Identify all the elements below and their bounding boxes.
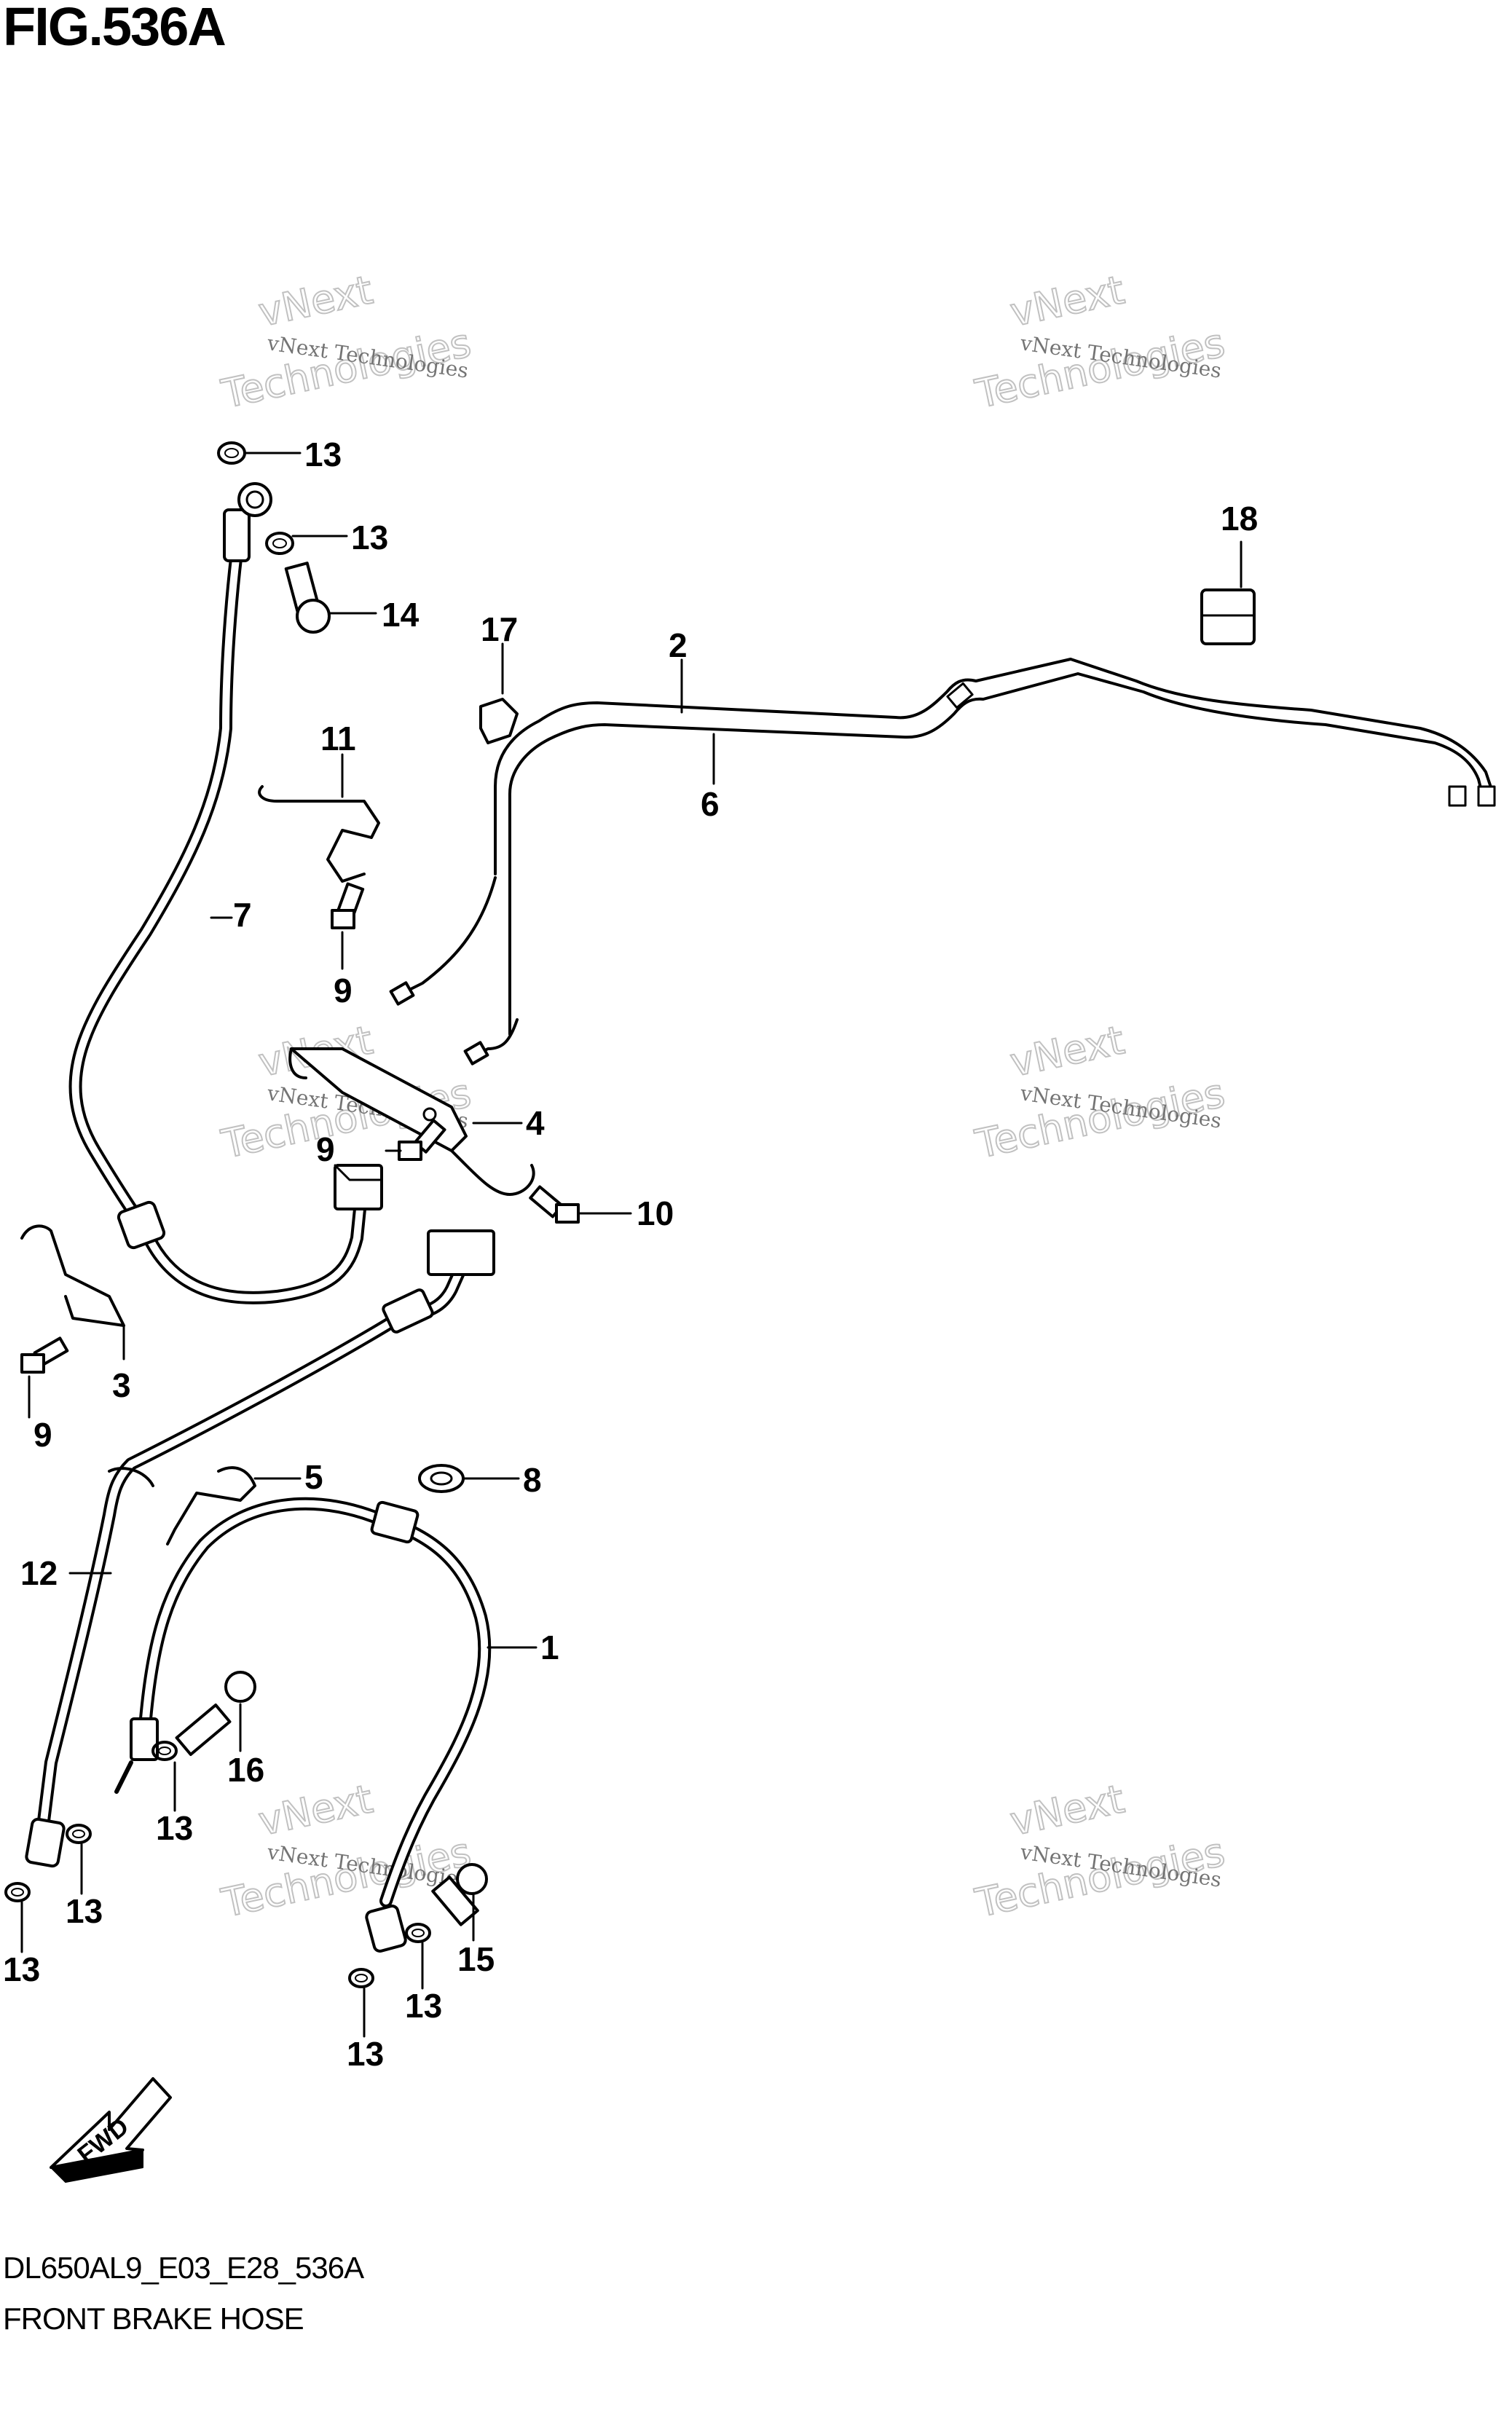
callout-5: 5 <box>304 1458 323 1496</box>
svg-text:vNext: vNext <box>1007 267 1128 335</box>
bracket-4 <box>288 1047 535 1196</box>
washer-13-e <box>4 1882 31 1902</box>
washer-13-b <box>265 532 294 555</box>
callout-13-f: 13 <box>405 1987 442 2025</box>
clamp-5 <box>166 1466 256 1545</box>
figure-code: DL650AL9_E03_E28_536A <box>3 2250 364 2285</box>
washer-13-c <box>151 1741 178 1761</box>
watermark-top-right: vNext Technologies vNext Technologies <box>971 266 1229 418</box>
callout-9-a: 9 <box>334 972 353 1009</box>
callout-13-e: 13 <box>3 1950 40 1988</box>
callout-2: 2 <box>669 626 688 664</box>
brake-pipe-6 <box>463 672 1496 1066</box>
brake-pipe-2 <box>389 658 1495 1006</box>
leader-lines <box>20 452 1243 2038</box>
callout-16: 16 <box>227 1751 264 1789</box>
callout-17: 17 <box>481 610 518 648</box>
washer-13-a <box>217 441 246 465</box>
union-bolt-14 <box>284 562 331 634</box>
brake-hose-12 <box>25 1229 495 1868</box>
callout-4: 4 <box>526 1104 545 1142</box>
clamp-11 <box>258 785 380 883</box>
washer-13-d <box>66 1824 92 1844</box>
callout-13-d: 13 <box>66 1892 103 1930</box>
callout-14: 14 <box>382 596 420 634</box>
callout-7: 7 <box>233 896 252 934</box>
clip-18 <box>1200 588 1256 645</box>
union-bolt-16 <box>175 1671 256 1756</box>
hose-clamp-8 <box>418 1464 465 1493</box>
brake-hose-7 <box>68 482 383 1304</box>
callout-8: 8 <box>523 1461 542 1499</box>
figure-name: FRONT BRAKE HOSE <box>3 2301 304 2336</box>
fwd-arrow <box>50 2077 172 2183</box>
bolt-9-c <box>20 1336 69 1374</box>
figure-title: FIG.536A <box>3 0 227 57</box>
callout-18: 18 <box>1221 500 1258 537</box>
svg-text:vNext: vNext <box>1007 1776 1128 1844</box>
callout-13-c: 13 <box>156 1809 193 1847</box>
svg-text:vNext: vNext <box>255 267 377 335</box>
watermark-middle-right: vNext Technologies vNext Technologies <box>971 1016 1229 1168</box>
bolt-9-a <box>331 882 365 929</box>
svg-text:vNext: vNext <box>1007 1017 1128 1085</box>
callout-1: 1 <box>540 1629 559 1666</box>
callout-9-c: 9 <box>34 1416 52 1454</box>
callout-15: 15 <box>457 1940 495 1978</box>
watermark-top-left: vNext Technologies vNext Technologies <box>217 266 476 418</box>
callout-6: 6 <box>701 785 720 823</box>
callout-11: 11 <box>320 720 356 757</box>
union-bolt-15 <box>431 1863 488 1926</box>
bolt-10 <box>529 1185 580 1224</box>
callout-3: 3 <box>112 1366 131 1404</box>
clamp-3 <box>20 1224 125 1327</box>
callout-10: 10 <box>637 1194 674 1232</box>
callout-13-b: 13 <box>351 519 388 556</box>
svg-text:vNext: vNext <box>255 1776 377 1844</box>
watermark-bottom-right: vNext Technologies vNext Technologies <box>971 1775 1229 1927</box>
brake-hose-1 <box>114 1497 492 1953</box>
callout-13-a: 13 <box>304 436 342 473</box>
washer-13-f <box>405 1923 431 1943</box>
callout-13-g: 13 <box>347 2035 384 2073</box>
clip-17 <box>479 698 519 744</box>
callout-12: 12 <box>20 1554 58 1592</box>
washer-13-g <box>348 1968 374 1988</box>
callout-9-b: 9 <box>316 1130 335 1168</box>
